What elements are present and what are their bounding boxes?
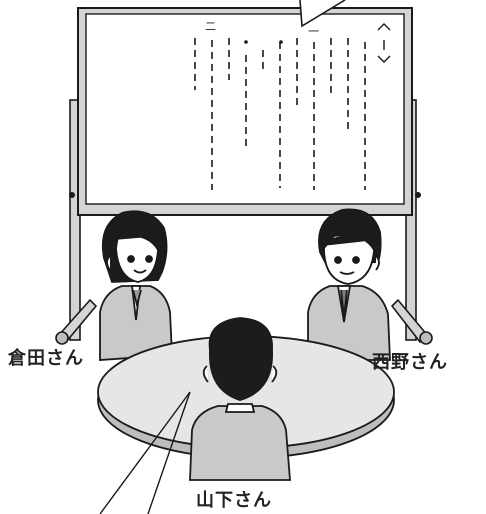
person-nishino (307, 208, 391, 361)
board-dot-1 (244, 40, 248, 44)
board-mark-one: 一 (308, 25, 319, 38)
name-label-nishino: 西野さん (372, 352, 448, 373)
speech-bubble-tail-top (299, 0, 346, 28)
person-yamashita (189, 317, 291, 481)
person-kurata (99, 210, 173, 361)
board-bracket-mark (377, 23, 391, 63)
board-mark-two: 二 (205, 20, 216, 33)
speech-bubble-tail-bottom (99, 391, 191, 514)
whiteboard-stand (55, 99, 433, 345)
board-dot-2 (279, 40, 283, 44)
whiteboard (69, 7, 421, 216)
name-label-kurata: 倉田さん (8, 348, 84, 369)
board-writing (194, 38, 366, 190)
name-label-yamashita: 山下さん (196, 490, 272, 511)
